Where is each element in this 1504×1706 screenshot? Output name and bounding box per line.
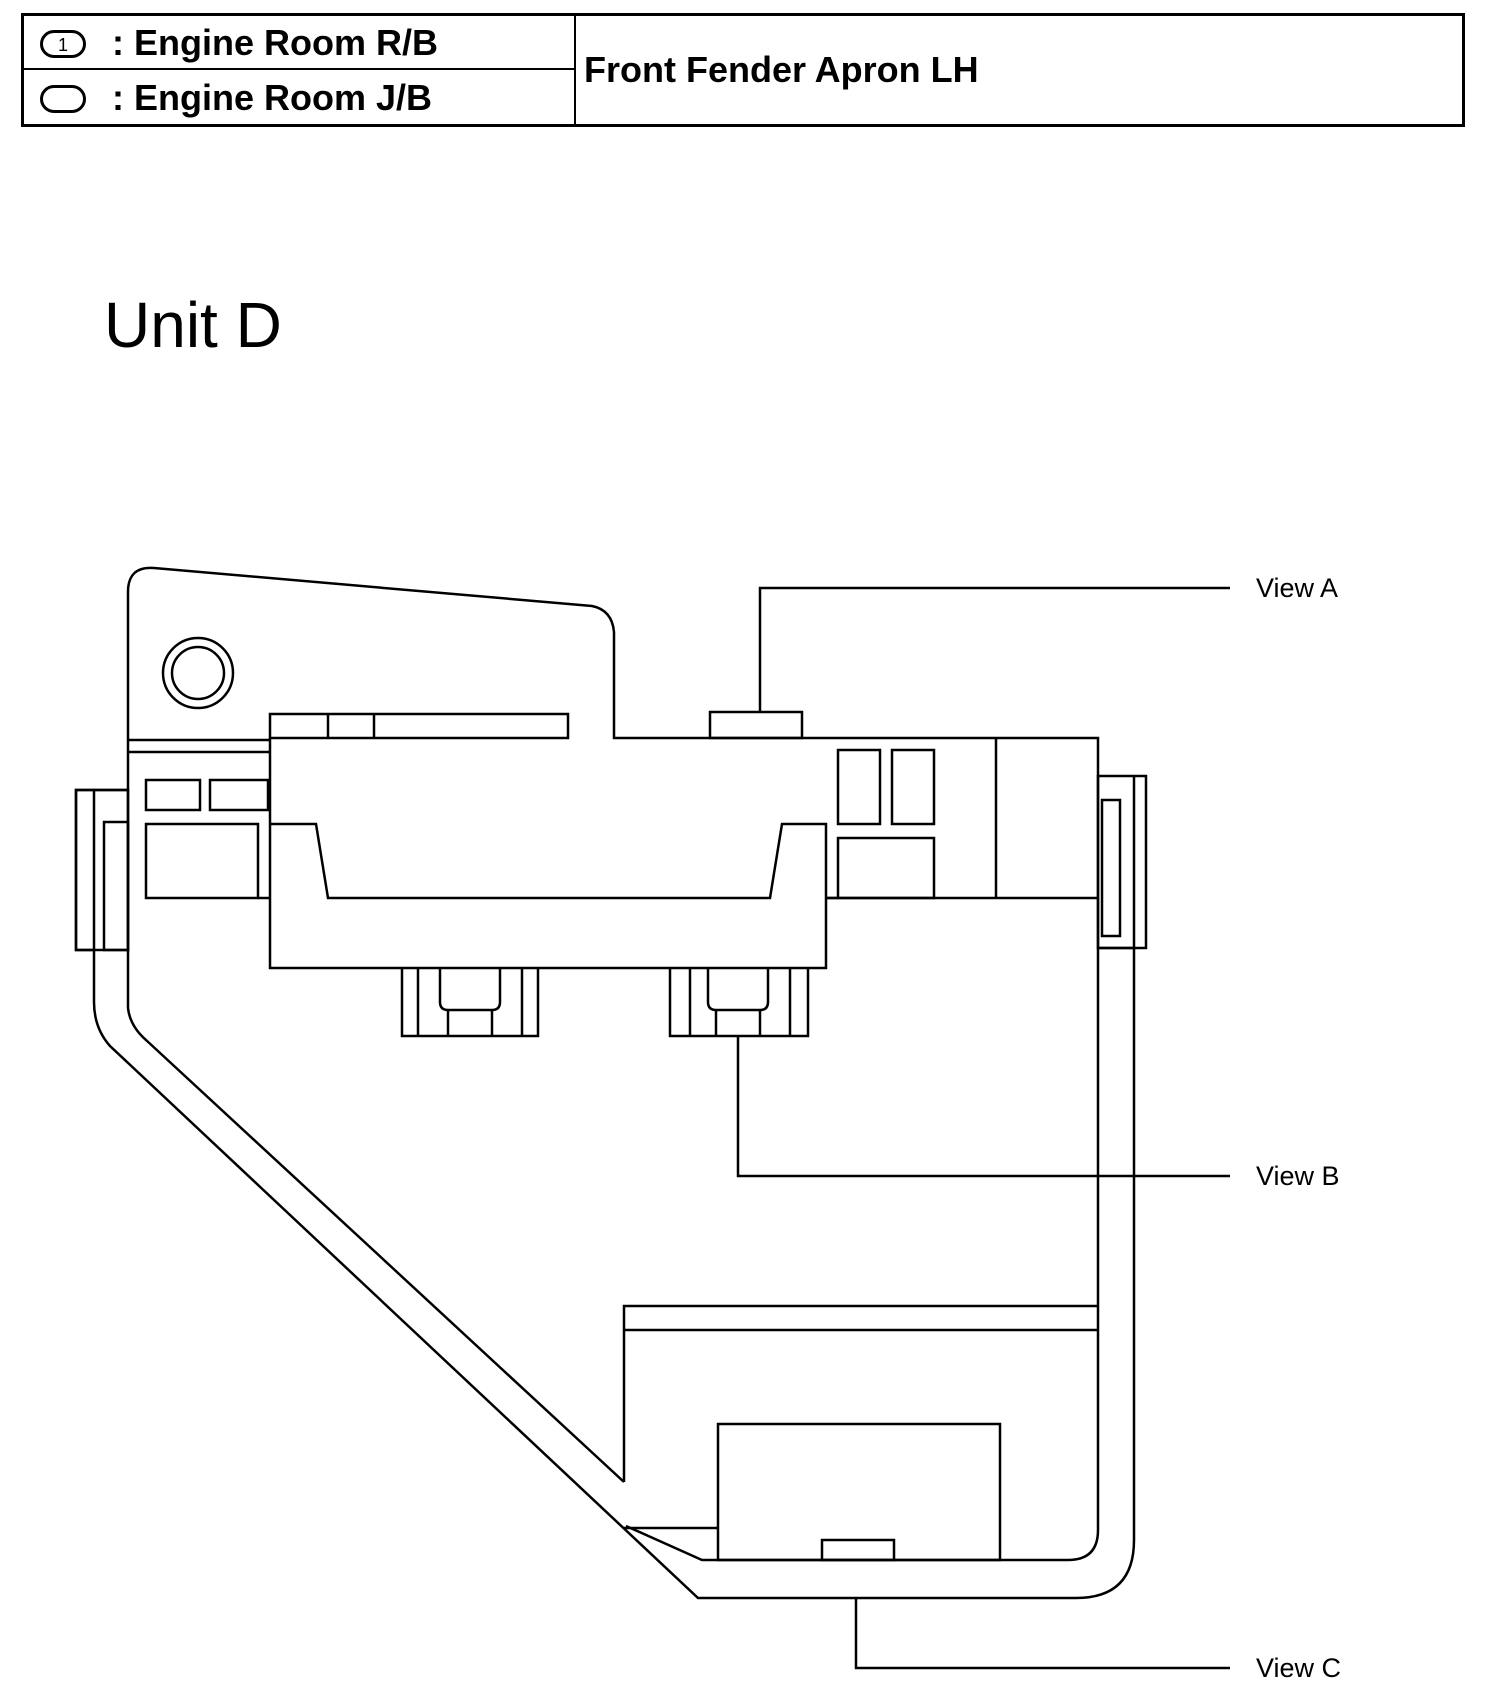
leader-line-view-a [758,586,1230,712]
left-bracket [74,788,130,952]
relay-slot-2 [890,748,936,826]
unit-title: Unit D [104,289,282,361]
mounting-bolt-outer [161,636,235,710]
legend-key-column: 1 : Engine Room R/B : Engine Room J/B [24,16,576,124]
relay-slot-3 [836,836,936,900]
legend-label-relay-block: : Engine Room R/B [112,22,438,63]
legend-label-junction-block: : Engine Room J/B [112,77,433,118]
housing-outline [74,566,1136,1600]
fuse-slot-2 [208,778,270,812]
location-label: Front Fender Apron LH [584,49,979,90]
leader-line-view-c [854,1598,1230,1670]
central-connector [268,738,828,970]
view-a-label: View A [1256,573,1338,603]
mounting-bolt-inner [170,645,226,701]
legend-table: 1 : Engine Room R/B : Engine Room J/B Fr… [21,13,1465,127]
top-strip [268,712,570,740]
legend-row-relay-block: 1 : Engine Room R/B [24,16,574,70]
housing-inner-wall [126,790,625,1483]
circle-1-symbol-text: 1 [58,35,68,55]
leader-line-view-b [736,1036,1230,1178]
relay-slot-left [144,822,260,900]
right-bracket [1096,774,1148,950]
bottom-connector-1 [400,968,540,1038]
fuse-slot-1 [144,778,202,812]
view-b-label: View B [1256,1161,1340,1191]
housing-inner-wall-right [625,948,1100,1562]
lower-compartment [622,1304,1098,1482]
legend-row-junction-block: : Engine Room J/B [24,71,574,125]
oval-blank-icon [40,85,86,113]
relay-slot-1 [836,748,882,826]
view-c-label: View C [1256,1653,1341,1683]
top-tab [708,710,804,740]
circle-1-icon: 1 [40,30,86,58]
lower-module-tab [820,1538,896,1562]
